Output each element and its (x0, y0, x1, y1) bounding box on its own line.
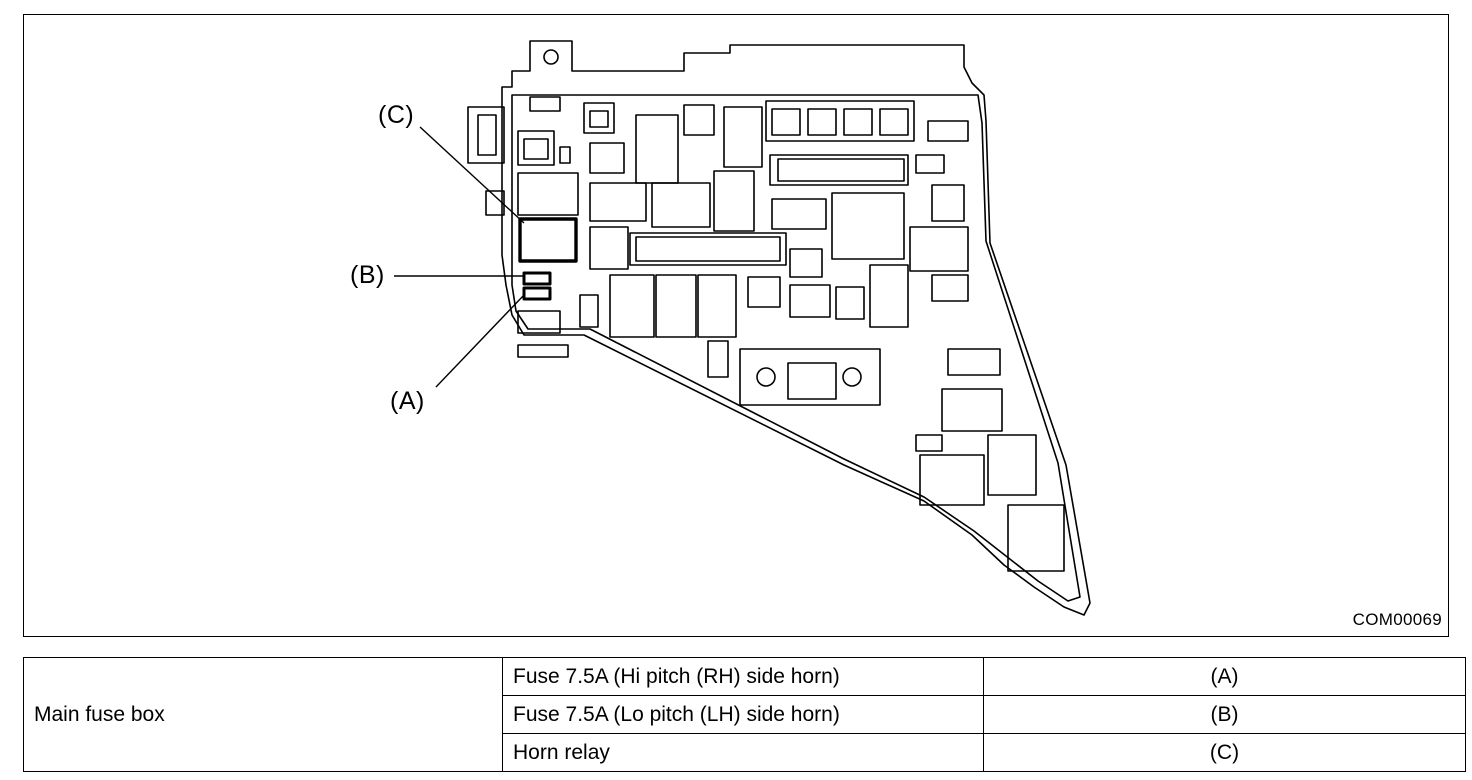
figure-id: COM00069 (1352, 610, 1442, 629)
legend-item: Fuse 7.5A (Lo pitch (LH) side horn) (502, 695, 984, 734)
horn-relay-component (518, 217, 578, 263)
group-label: Main fuse box (23, 657, 503, 772)
legend-item: Fuse 7.5A (Hi pitch (RH) side horn) (502, 657, 984, 696)
fuse-box-outline (501, 40, 1091, 616)
legend-row: Horn relay (C) (24, 733, 1466, 772)
diagram-frame: (C) (B) (A) COM00069 (23, 14, 1449, 637)
fuse-b-component (522, 271, 552, 286)
legend-row: Fuse 7.5A (Lo pitch (LH) side horn) (B) (24, 695, 1466, 734)
legend-item: Horn relay (502, 733, 984, 772)
legend-ref: (B) (983, 695, 1466, 734)
leader-line-a (435, 294, 525, 388)
legend-ref: (A) (983, 657, 1466, 696)
callout-a: (A) (390, 387, 425, 415)
legend-row: Main fuse box Fuse 7.5A (Hi pitch (RH) s… (23, 657, 1466, 772)
leader-line-c (419, 126, 525, 224)
callout-c: (C) (378, 101, 415, 129)
legend-ref: (C) (983, 733, 1466, 772)
fuse-a-component (522, 286, 552, 301)
legend-table: Main fuse box Fuse 7.5A (Hi pitch (RH) s… (23, 657, 1466, 772)
callout-b: (B) (350, 261, 385, 289)
fuse-box-drawing (394, 40, 1091, 616)
